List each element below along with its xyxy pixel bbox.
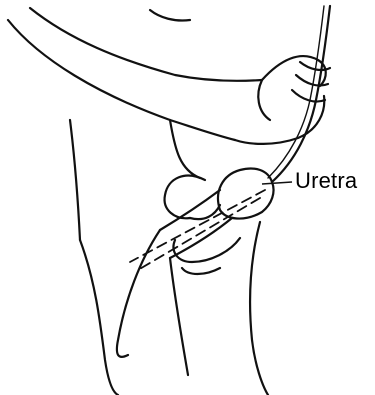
thigh-left-outline (80, 240, 118, 395)
urethra-callout-label: Uretra (295, 168, 357, 194)
glans-outline (218, 169, 274, 219)
thigh-inner-outline (117, 230, 160, 357)
callout-leader-line (262, 182, 292, 184)
body-left-edge (70, 120, 80, 240)
urethra-dashed-path (130, 190, 265, 262)
right-leg-outline (250, 222, 268, 395)
right-leg-inner (170, 258, 188, 375)
lower-hand-outline (165, 176, 205, 219)
shoulder-stroke (150, 10, 190, 21)
gripping-hand-thumb (258, 80, 270, 120)
